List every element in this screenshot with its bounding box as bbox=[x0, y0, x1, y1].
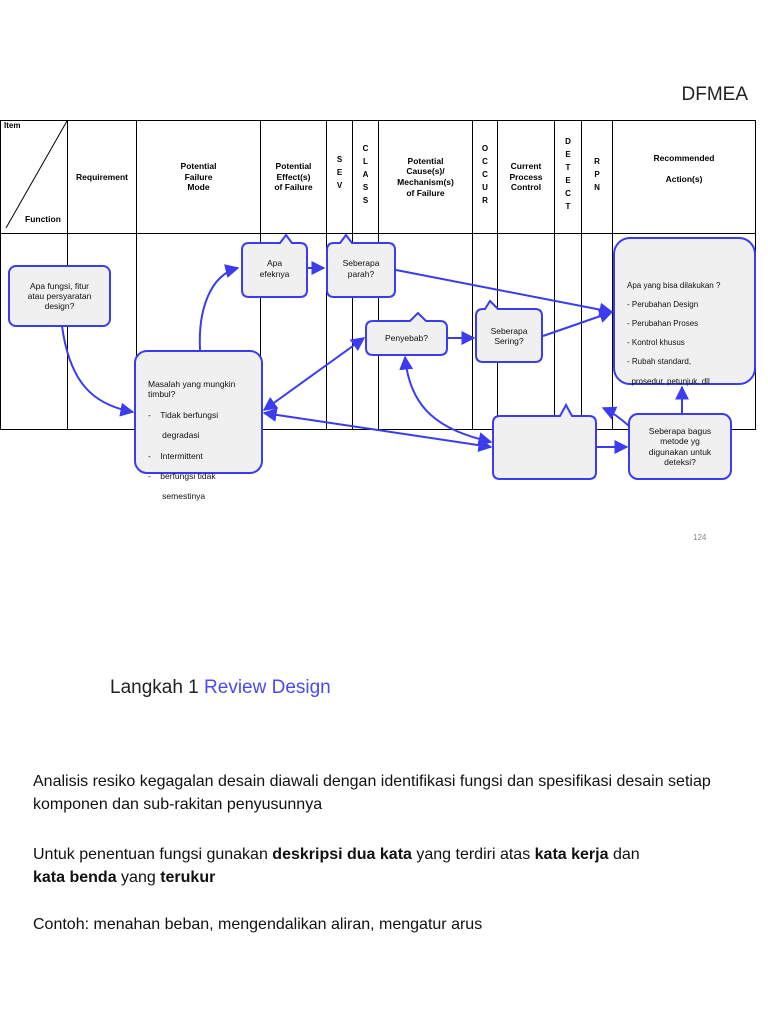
arrow-failure-cause bbox=[262, 337, 366, 411]
failure-item-5: semestinya bbox=[162, 491, 206, 502]
cause-question: Penyebab? bbox=[384, 332, 428, 343]
bold-kata-benda: kata benda bbox=[33, 869, 117, 886]
dfmea-diagram bbox=[0, 120, 756, 480]
failure-item-4: - berfungsi tidak bbox=[148, 470, 216, 481]
header-actions: Recommended Action(s) bbox=[653, 153, 715, 185]
arrow-failure-to-effect bbox=[198, 264, 240, 351]
prevention-callout bbox=[492, 402, 597, 480]
arrow-detection-to-actions bbox=[601, 406, 630, 427]
step-heading: Langkah 1 Review Design bbox=[110, 677, 331, 699]
occurrence-callout bbox=[475, 299, 543, 363]
detection-question: Seberapa bagus metode yg digunakan untuk… bbox=[648, 426, 712, 467]
severity-question: Seberapa parah? bbox=[342, 258, 380, 279]
paragraph-1: Analisis resiko kegagalan desain diawali… bbox=[33, 773, 711, 813]
occurrence-question: Seberapa Sering? bbox=[490, 325, 528, 346]
action-item-5: prosedur, petunjuk, dll bbox=[627, 376, 710, 386]
severity-callout bbox=[326, 233, 396, 298]
bold-terukur: terukur bbox=[160, 869, 216, 886]
action-item-1: - Perubahan Design bbox=[627, 299, 699, 309]
action-item-3: - Kontrol khusus bbox=[627, 338, 685, 348]
function-box bbox=[8, 265, 111, 327]
prevention-question bbox=[493, 418, 596, 476]
arrow-severity-to-actions bbox=[395, 269, 614, 317]
action-item-4: - Rubah standard, bbox=[627, 357, 692, 367]
step-prefix: Langkah 1 bbox=[110, 677, 205, 698]
arrow-function-to-failure bbox=[61, 325, 135, 417]
bold-dua-kata: deskripsi dua kata bbox=[272, 846, 412, 863]
action-item-2: - Perubahan Proses bbox=[627, 318, 699, 328]
effect-question: Apa efeknya bbox=[259, 258, 290, 279]
actions-title: Apa yang bisa dilakukan ? bbox=[627, 280, 721, 290]
document-title: DFMEA bbox=[681, 84, 749, 105]
step-accent: Review Design bbox=[204, 677, 331, 698]
failure-item-2: degradasi bbox=[162, 430, 200, 441]
header-requirement: Requirement bbox=[76, 171, 128, 182]
bold-kata-kerja: kata kerja bbox=[534, 846, 609, 863]
paragraph-3: Contoh: menahan beban, mengendalikan ali… bbox=[33, 916, 483, 933]
paragraph-2: Untuk penentuan fungsi gunakan deskripsi… bbox=[33, 846, 645, 886]
arrow-cause-to-prevention bbox=[399, 355, 493, 446]
header-causes: Potential Cause(s)/ Mechanism(s) of Fail… bbox=[397, 155, 454, 198]
failure-question: Masalah yang mungkin timbul? - Tidak ber… bbox=[148, 369, 256, 512]
header-effects: Potential Effect(s) of Failure bbox=[274, 161, 313, 193]
actions-box bbox=[613, 237, 756, 385]
header-item: Item bbox=[4, 121, 21, 130]
failure-item-3: - Intermittent bbox=[148, 450, 203, 461]
detection-box bbox=[628, 413, 732, 480]
header-failure-mode: Potential Failure Mode bbox=[180, 161, 217, 193]
function-question: Apa fungsi, fitur atau persyaratan desig… bbox=[27, 280, 92, 312]
header-control: Current Process Control bbox=[509, 161, 543, 193]
page-number: 124 bbox=[693, 533, 707, 542]
header-function: Function bbox=[25, 214, 61, 224]
failure-question-title: Masalah yang mungkin timbul? bbox=[148, 379, 236, 400]
failure-item-1: - Tidak berfungsi bbox=[148, 409, 219, 420]
actions-question: Apa yang bisa dilakukan ? - Perubahan De… bbox=[627, 271, 751, 396]
effect-callout bbox=[241, 233, 308, 298]
failure-mode-box bbox=[134, 350, 263, 474]
cause-callout bbox=[365, 311, 448, 356]
arrow-occurrence-to-actions bbox=[542, 309, 614, 337]
